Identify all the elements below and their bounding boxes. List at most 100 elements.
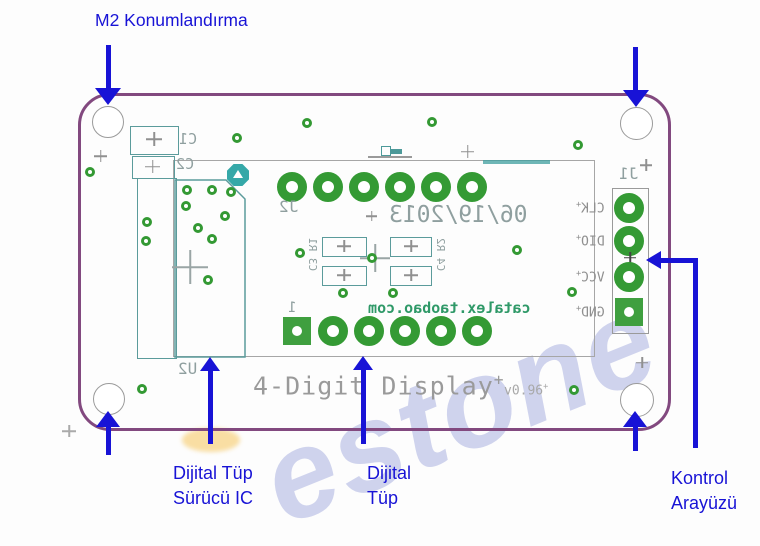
via: [203, 275, 213, 285]
pad-square-pin1: [283, 317, 311, 345]
via: [232, 133, 242, 143]
via: [226, 187, 236, 197]
triangle-icon: [233, 170, 243, 178]
arrow-control-vertical: [692, 257, 698, 448]
pad: [385, 172, 415, 202]
plus-mark: [62, 425, 76, 437]
pad: [313, 172, 343, 202]
arrow-driver-ic: [207, 370, 213, 444]
via: [137, 384, 147, 394]
u2-label: U2: [178, 359, 198, 378]
silkscreen-bar: [483, 160, 550, 164]
via: [573, 140, 583, 150]
component-symbol: [381, 146, 391, 156]
via: [338, 288, 348, 298]
via: [302, 118, 312, 128]
via: [142, 217, 152, 227]
arrow-control-horizontal: [660, 257, 697, 263]
pad: [462, 316, 492, 346]
via: [182, 185, 192, 195]
via: [207, 185, 217, 195]
pin-label-gnd: GND+: [576, 303, 605, 321]
board-title: 4-Digit Display+: [253, 370, 505, 401]
pad-vcc: [614, 262, 644, 292]
c3r1-label: C3 R1: [306, 237, 320, 272]
via: [567, 287, 577, 297]
component-r2: [390, 266, 432, 286]
via: [367, 253, 377, 263]
pin-label-dio: DIO+: [576, 232, 605, 250]
via: [512, 245, 522, 255]
j2-label: J2: [279, 197, 299, 216]
arrow-digital-tube: [360, 369, 366, 444]
via: [569, 385, 579, 395]
arrowhead-down-icon: [622, 90, 649, 107]
plus-mark: [94, 150, 107, 162]
via: [207, 234, 217, 244]
via: [295, 248, 305, 258]
pin1-label: 1: [288, 300, 297, 316]
via: [220, 211, 230, 221]
label-m2-positioning: M2 Konumlandırma: [95, 10, 248, 30]
website-text: catalex.taobao.com: [367, 299, 531, 317]
c2-plus-mark: [145, 160, 160, 173]
mounting-hole-bottom-left: [93, 383, 125, 415]
pad: [421, 172, 451, 202]
pin-label-vcc: VCC+: [576, 268, 605, 286]
component-symbol: [391, 149, 402, 154]
component-symbol-line: [368, 156, 412, 158]
pin-label-clk: CLK+: [576, 199, 605, 217]
arrowhead-down-icon: [95, 88, 121, 105]
arrow-m2-bottom-left: [105, 426, 111, 455]
mounting-hole-top-left: [92, 106, 124, 138]
pad-square-gnd: [615, 298, 643, 326]
arrowhead-up-icon: [96, 411, 120, 427]
plus-mark: [636, 357, 648, 368]
board-version: v0.96+: [504, 381, 549, 399]
pad: [349, 172, 379, 202]
component-c1: [130, 126, 179, 155]
pad: [390, 316, 420, 346]
date-text: 06/19/2013: [388, 202, 528, 228]
component-c4: [390, 237, 432, 257]
c4r2-label: C4 R2: [434, 237, 448, 272]
arrow-m2-top-left: [105, 45, 111, 90]
arrow-m2-bottom-right: [632, 426, 638, 451]
c1-label: C1: [179, 130, 198, 148]
via: [427, 117, 437, 127]
driver-ic-region-main: [174, 179, 246, 358]
via: [193, 223, 203, 233]
via: [141, 236, 151, 246]
plus-mark: [640, 159, 652, 171]
pad: [354, 316, 384, 346]
pad: [426, 316, 456, 346]
arrow-m2-top-right: [633, 47, 638, 92]
pad-clk: [614, 193, 644, 223]
c4-plus-mark: [404, 240, 418, 252]
plus-mark: [366, 211, 377, 221]
pad: [318, 316, 348, 346]
pad: [457, 172, 487, 202]
plus-mark: [461, 145, 474, 158]
arrowhead-up-icon: [623, 411, 647, 427]
c3-plus-mark: [337, 240, 351, 252]
r1-plus-mark: [337, 269, 351, 281]
arrowhead-up-icon: [200, 357, 220, 371]
c1-plus-mark: [146, 132, 162, 146]
mounting-hole-top-right: [620, 107, 653, 140]
pin1-marker-pad: [227, 164, 249, 186]
via: [85, 167, 95, 177]
c2-label: C2: [176, 155, 195, 173]
via: [388, 288, 398, 298]
pad: [277, 172, 307, 202]
j1-label: J1: [619, 164, 639, 183]
via: [181, 201, 191, 211]
driver-ic-region-left: [137, 178, 177, 359]
component-r1: [322, 266, 367, 286]
arrowhead-up-icon: [353, 356, 373, 370]
r2-plus-mark: [404, 269, 418, 281]
